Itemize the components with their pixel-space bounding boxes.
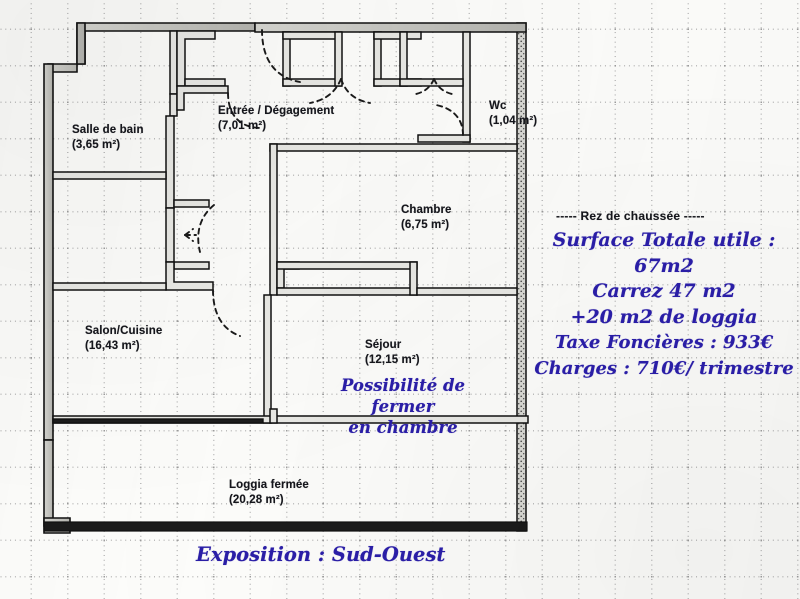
summary-line-5: Taxe Foncières : 933€ [554, 332, 774, 353]
room-label-entree: Entrée / Dégagement (7,01 m²) [218, 105, 334, 133]
room-name: Séjour [365, 339, 402, 351]
summary-line-1: Surface Totale utile : [552, 229, 776, 251]
room-name: Entrée / Dégagement [218, 105, 335, 117]
room-area: (12,15 m²) [365, 353, 420, 366]
summary-line-6: Charges : 710€/ trimestre [534, 357, 794, 379]
room-name: Loggia fermée [229, 479, 309, 491]
exterior-walls [43, 22, 256, 534]
room-name: Chambre [401, 204, 452, 216]
summary-line-3: Carrez 47 m2 [592, 280, 736, 302]
summary-line-2: 67m2 [634, 254, 694, 277]
summary-block: Surface Totale utile : 67m2 Carrez 47 m2… [530, 228, 798, 381]
room-area: (1,04 m²) [489, 114, 538, 127]
bottom-exterior-wall [43, 521, 528, 532]
door-swing-arcs [184, 29, 464, 337]
room-label-wc: Wc (1,04 m²) [489, 100, 537, 128]
room-label-salon-cuisine: Salon/Cuisine (16,43 m²) [85, 325, 162, 353]
floor-header: ----- Rez de chaussée ----- [556, 209, 705, 223]
top-exterior-wall [254, 22, 527, 33]
room-label-loggia: Loggia fermée (20,28 m²) [229, 479, 309, 507]
note-line-1: Possibilité de fermer [340, 376, 466, 416]
room-name: Wc [489, 100, 507, 112]
room-area: (20,28 m²) [229, 493, 284, 506]
room-area: (16,43 m²) [85, 339, 140, 352]
loggia-edges [52, 418, 264, 424]
room-name: Salon/Cuisine [85, 325, 163, 337]
room-label-sejour: Séjour (12,15 m²) [365, 339, 420, 367]
room-label-chambre: Chambre (6,75 m²) [401, 204, 452, 232]
sejour-convert-note: Possibilité de fermer en chambre [313, 375, 493, 438]
room-name: Salle de bain [72, 124, 144, 136]
room-area: (7,01 m²) [218, 119, 267, 132]
room-area: (6,75 m²) [401, 218, 450, 231]
room-area: (3,65 m²) [72, 138, 121, 151]
room-label-salle-de-bain: Salle de bain (3,65 m²) [72, 124, 144, 152]
note-line-2: en chambre [348, 418, 458, 437]
summary-line-4: +20 m2 de loggia [570, 305, 758, 328]
interior-walls [52, 30, 529, 424]
exposition-note: Exposition : Sud-Ouest [196, 543, 446, 566]
